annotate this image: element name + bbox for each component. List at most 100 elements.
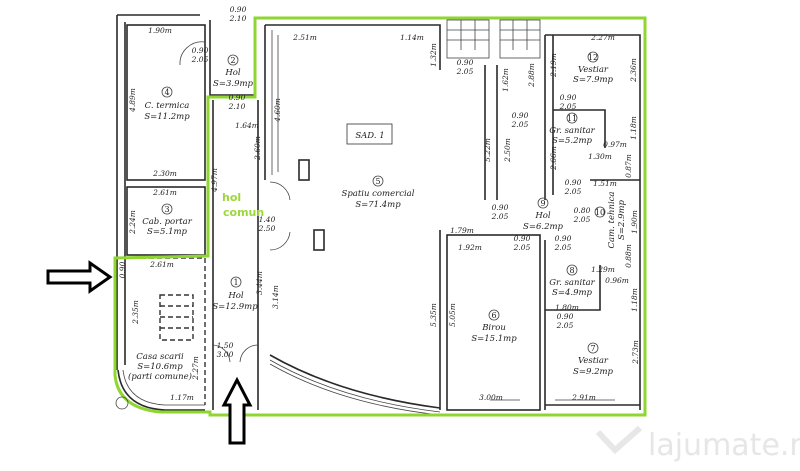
svg-text:6: 6: [491, 311, 496, 320]
svg-text:0.96m: 0.96m: [605, 276, 629, 285]
svg-text:2.91m: 2.91m: [571, 393, 596, 402]
svg-text:2: 2: [230, 56, 235, 65]
door: 0.902.05: [559, 93, 577, 111]
walls: [116, 14, 641, 416]
door: 0.902.05: [556, 312, 574, 330]
stairs-icon: [159, 294, 194, 341]
svg-text:7: 7: [590, 344, 595, 353]
door: 1.503.00: [211, 341, 259, 363]
svg-text:8: 8: [569, 266, 574, 275]
svg-text:2.50: 2.50: [258, 224, 276, 233]
svg-text:0.90: 0.90: [560, 93, 577, 102]
svg-text:S=4.9mp: S=4.9mp: [552, 288, 593, 298]
svg-text:2.05: 2.05: [573, 215, 591, 224]
svg-text:2.27m: 2.27m: [590, 33, 615, 42]
svg-text:2.05: 2.05: [556, 321, 574, 330]
svg-text:2.61m: 2.61m: [152, 188, 177, 197]
svg-text:S=3.9mp: S=3.9mp: [213, 79, 254, 89]
svg-text:Birou: Birou: [481, 323, 506, 333]
svg-text:1.51m: 1.51m: [593, 179, 617, 188]
svg-text:1.50: 1.50: [217, 341, 234, 350]
svg-text:2.88m: 2.88m: [527, 63, 536, 88]
svg-text:S=2.9mp: S=2.9mp: [617, 199, 627, 240]
svg-text:0.90: 0.90: [514, 234, 531, 243]
svg-text:2.05: 2.05: [456, 67, 474, 76]
door: 0.902.05: [511, 111, 529, 129]
svg-text:Hol: Hol: [534, 211, 551, 221]
svg-text:3.00m: 3.00m: [479, 393, 503, 402]
svg-text:C. termica: C. termica: [145, 101, 190, 111]
room-3-walls: [126, 186, 206, 256]
svg-text:1.32m: 1.32m: [429, 43, 438, 67]
svg-text:2.27m: 2.27m: [191, 356, 200, 381]
svg-text:2.61m: 2.61m: [149, 260, 174, 269]
svg-text:5: 5: [375, 177, 380, 186]
svg-text:0.80: 0.80: [574, 206, 591, 215]
door: 0.902.05: [554, 234, 572, 252]
svg-text:0.90: 0.90: [555, 234, 572, 243]
svg-text:S=15.1mp: S=15.1mp: [471, 334, 517, 344]
door: 0.902.05: [564, 178, 582, 196]
room-6-walls: [446, 234, 541, 411]
svg-text:S=10.6mp: S=10.6mp: [137, 362, 183, 372]
svg-text:1.90m: 1.90m: [630, 210, 639, 234]
svg-text:0.90: 0.90: [192, 46, 209, 55]
svg-text:(parti comune): (parti comune): [128, 371, 192, 382]
svg-text:Gr. sanitar: Gr. sanitar: [549, 126, 595, 136]
door: 0.902.05: [491, 203, 509, 221]
door: 1.402.50: [258, 181, 291, 251]
svg-text:5.22m: 5.22m: [483, 138, 492, 162]
svg-text:0.90: 0.90: [565, 178, 582, 187]
svg-text:2.24m: 2.24m: [128, 210, 137, 235]
svg-text:1.14m: 1.14m: [400, 33, 424, 42]
svg-text:1.40: 1.40: [259, 215, 276, 224]
svg-text:0.90: 0.90: [229, 93, 246, 102]
svg-text:Vestiar: Vestiar: [578, 356, 609, 366]
svg-text:2.50m: 2.50m: [503, 138, 512, 163]
svg-text:1.90m: 1.90m: [148, 26, 172, 35]
svg-text:Cam. tehnica: Cam. tehnica: [607, 192, 617, 249]
svg-text:2.36m: 2.36m: [629, 58, 638, 83]
svg-text:2.05: 2.05: [513, 243, 531, 252]
svg-text:1.80m: 1.80m: [555, 303, 579, 312]
door: 0.902.10: [228, 93, 246, 111]
svg-text:10: 10: [595, 208, 605, 217]
svg-text:0.90: 0.90: [457, 58, 474, 67]
svg-text:0.90: 0.90: [492, 203, 509, 212]
svg-text:1.17m: 1.17m: [170, 393, 194, 402]
svg-text:1.29m: 1.29m: [591, 265, 615, 274]
door-labels: 0.902.10 0.902.05 0.902.10 1.402.50 1.50…: [179, 5, 591, 363]
svg-text:S=12.9mp: S=12.9mp: [212, 302, 258, 312]
svg-text:3.00: 3.00: [217, 350, 234, 359]
svg-text:0.90: 0.90: [118, 261, 127, 278]
common-area-outline: [113, 16, 647, 417]
svg-text:2.05: 2.05: [564, 187, 582, 196]
door: 0.802.05: [573, 206, 591, 224]
svg-text:9: 9: [540, 199, 545, 208]
svg-text:2.35m: 2.35m: [131, 300, 140, 325]
svg-text:Spatiu comercial: Spatiu comercial: [342, 189, 415, 199]
svg-text:2.66m: 2.66m: [549, 146, 558, 171]
common-hall-label: comun: [223, 206, 264, 219]
svg-text:2.05: 2.05: [559, 102, 577, 111]
door: 0.902.05: [456, 58, 474, 76]
plan-label-box: SAD. 1: [346, 123, 393, 145]
svg-text:lajumate.ro: lajumate.ro: [648, 428, 800, 463]
arrow-right-icon: [46, 260, 113, 294]
svg-text:2.73m: 2.73m: [631, 340, 640, 365]
svg-text:5.05m: 5.05m: [448, 303, 457, 327]
svg-text:0.88m: 0.88m: [624, 244, 633, 268]
svg-text:0.87m: 0.87m: [624, 154, 633, 178]
svg-text:1: 1: [233, 278, 238, 287]
svg-text:1.64m: 1.64m: [235, 121, 259, 130]
door: 0.902.05: [513, 234, 531, 252]
